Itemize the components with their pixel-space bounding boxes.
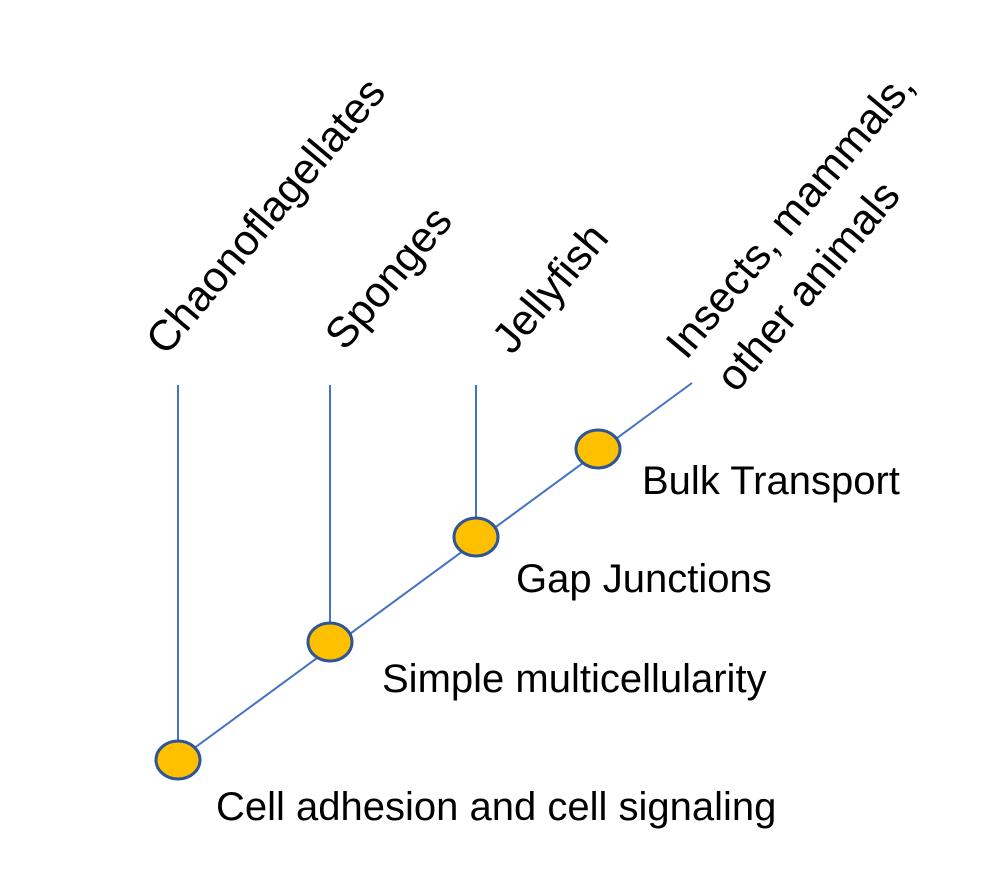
node-cell-adhesion [154,739,202,781]
taxon-label-sponges: Sponges [316,198,462,359]
node-gap-junctions [452,516,500,558]
trait-label-cell-adhesion: Cell adhesion and cell signaling [216,785,776,829]
node-bulk-transport [574,428,622,470]
trait-label-bulk-transport: Bulk Transport [642,459,900,503]
node-simple-multicellularity [306,621,354,663]
trait-label-simple-multicellularity: Simple multicellularity [382,657,767,701]
trait-label-gap-junctions: Gap Junctions [516,557,772,601]
taxon-label-jellyfish: Jellyfish [483,214,618,362]
